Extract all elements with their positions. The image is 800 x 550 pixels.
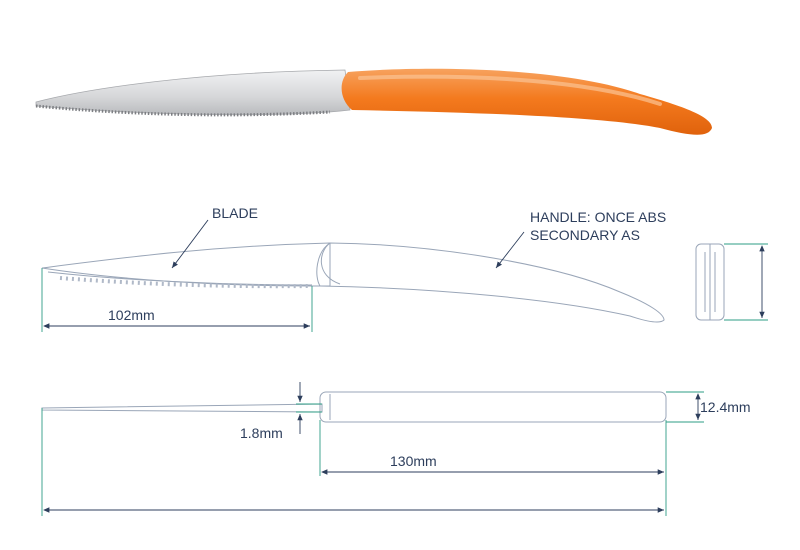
handle-thickness-label: 12.4mm [700, 399, 751, 415]
blade-length-label: 102mm [108, 307, 155, 323]
top-view-dimensions [41, 382, 704, 516]
blade-label: BLADE [212, 205, 258, 221]
handle-label-line1: HANDLE: ONCE ABS [530, 209, 666, 225]
handle-leader [495, 231, 525, 269]
handle-photo [341, 68, 712, 135]
blade-photo [35, 69, 351, 116]
blade-serration-photo [35, 104, 331, 117]
blade-leader [171, 219, 209, 269]
handle-outline [316, 242, 665, 323]
handle-length-label: 130mm [390, 453, 437, 469]
top-view-blade [41, 403, 323, 413]
blade-serrations [59, 276, 313, 289]
knife-rendering [35, 68, 712, 135]
side-view-dimensions [41, 243, 768, 332]
blade-outline [41, 242, 331, 287]
knife-side-view [41, 242, 725, 323]
handle-bolster-line [320, 242, 341, 285]
handle-label-line2: SECONDARY AS [530, 227, 640, 243]
knife-top-view [41, 391, 667, 423]
handle-highlight [358, 74, 662, 106]
top-view-handle [319, 391, 667, 423]
blade-thickness-label: 1.8mm [240, 425, 283, 441]
leader-lines [171, 219, 525, 269]
